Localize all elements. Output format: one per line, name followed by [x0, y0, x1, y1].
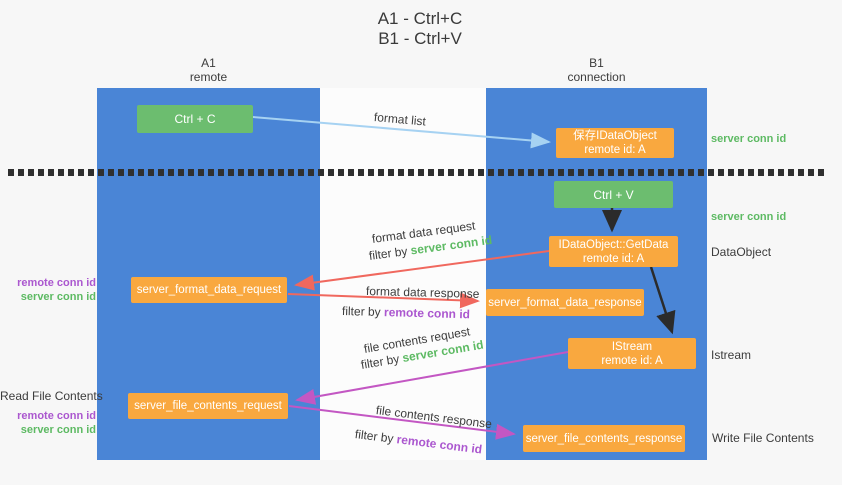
filter-by-text: filter by [341, 304, 385, 320]
node-getdata-title: IDataObject::GetData [558, 238, 669, 251]
node-istream: IStream remote id: A [568, 338, 696, 369]
copy-paste-divider [8, 169, 826, 176]
paste-server-conn-id-label: server conn id [711, 211, 787, 223]
file-request-conn-ids: remote conn id server conn id [8, 409, 96, 437]
node-istream-title: IStream [611, 340, 653, 353]
node-server-file-contents-response: server_file_contents_response [523, 425, 685, 452]
remote-conn-id-label: remote conn id [17, 410, 96, 422]
node-ctrl-v: Ctrl + V [554, 181, 673, 208]
read-file-contents-label: Read File Contents [0, 389, 103, 403]
node-istream-remote-id: remote id: A [601, 354, 663, 367]
node-getdata-remote-id: remote id: A [582, 252, 645, 265]
node-server-format-data-response: server_format_data_response [486, 289, 644, 316]
node-save-idataobject: 保存IDataObject remote id: A [556, 128, 674, 158]
node-idataobject-getdata: IDataObject::GetData remote id: A [549, 236, 678, 267]
title-line-2: B1 - Ctrl+V [378, 29, 462, 48]
write-file-contents-label: Write File Contents [712, 431, 814, 445]
format-data-response-label: format data response [365, 284, 480, 301]
title-line-1: A1 - Ctrl+C [377, 9, 463, 28]
column-b-name: B1 [589, 56, 604, 70]
istream-label: Istream [711, 348, 752, 362]
diagram-title: A1 - Ctrl+C B1 - Ctrl+V [300, 9, 540, 49]
column-b-header: B1 connection [486, 56, 707, 84]
middle-lane [320, 88, 486, 460]
dataobject-label: DataObject [711, 245, 772, 259]
server-conn-id-label: server conn id [20, 291, 96, 303]
node-ctrl-c: Ctrl + C [137, 105, 253, 133]
node-server-file-contents-request: server_file_contents_request [128, 393, 288, 419]
node-save-idataobject-remote-id: remote id: A [584, 144, 646, 156]
remote-conn-id-label: remote conn id [17, 277, 96, 289]
column-a-subtitle: remote [189, 70, 228, 84]
column-a-header: A1 remote [97, 56, 320, 84]
column-a-name: A1 [201, 56, 216, 70]
save-server-conn-id-label: server conn id [711, 133, 787, 145]
format-request-conn-ids: remote conn id server conn id [8, 276, 96, 304]
remote-conn-id-text: remote conn id [383, 305, 471, 322]
node-server-format-data-request: server_format_data_request [131, 277, 287, 303]
column-b-subtitle: connection [567, 70, 626, 84]
node-save-idataobject-title: 保存IDataObject [573, 130, 657, 142]
server-conn-id-label: server conn id [20, 424, 96, 436]
